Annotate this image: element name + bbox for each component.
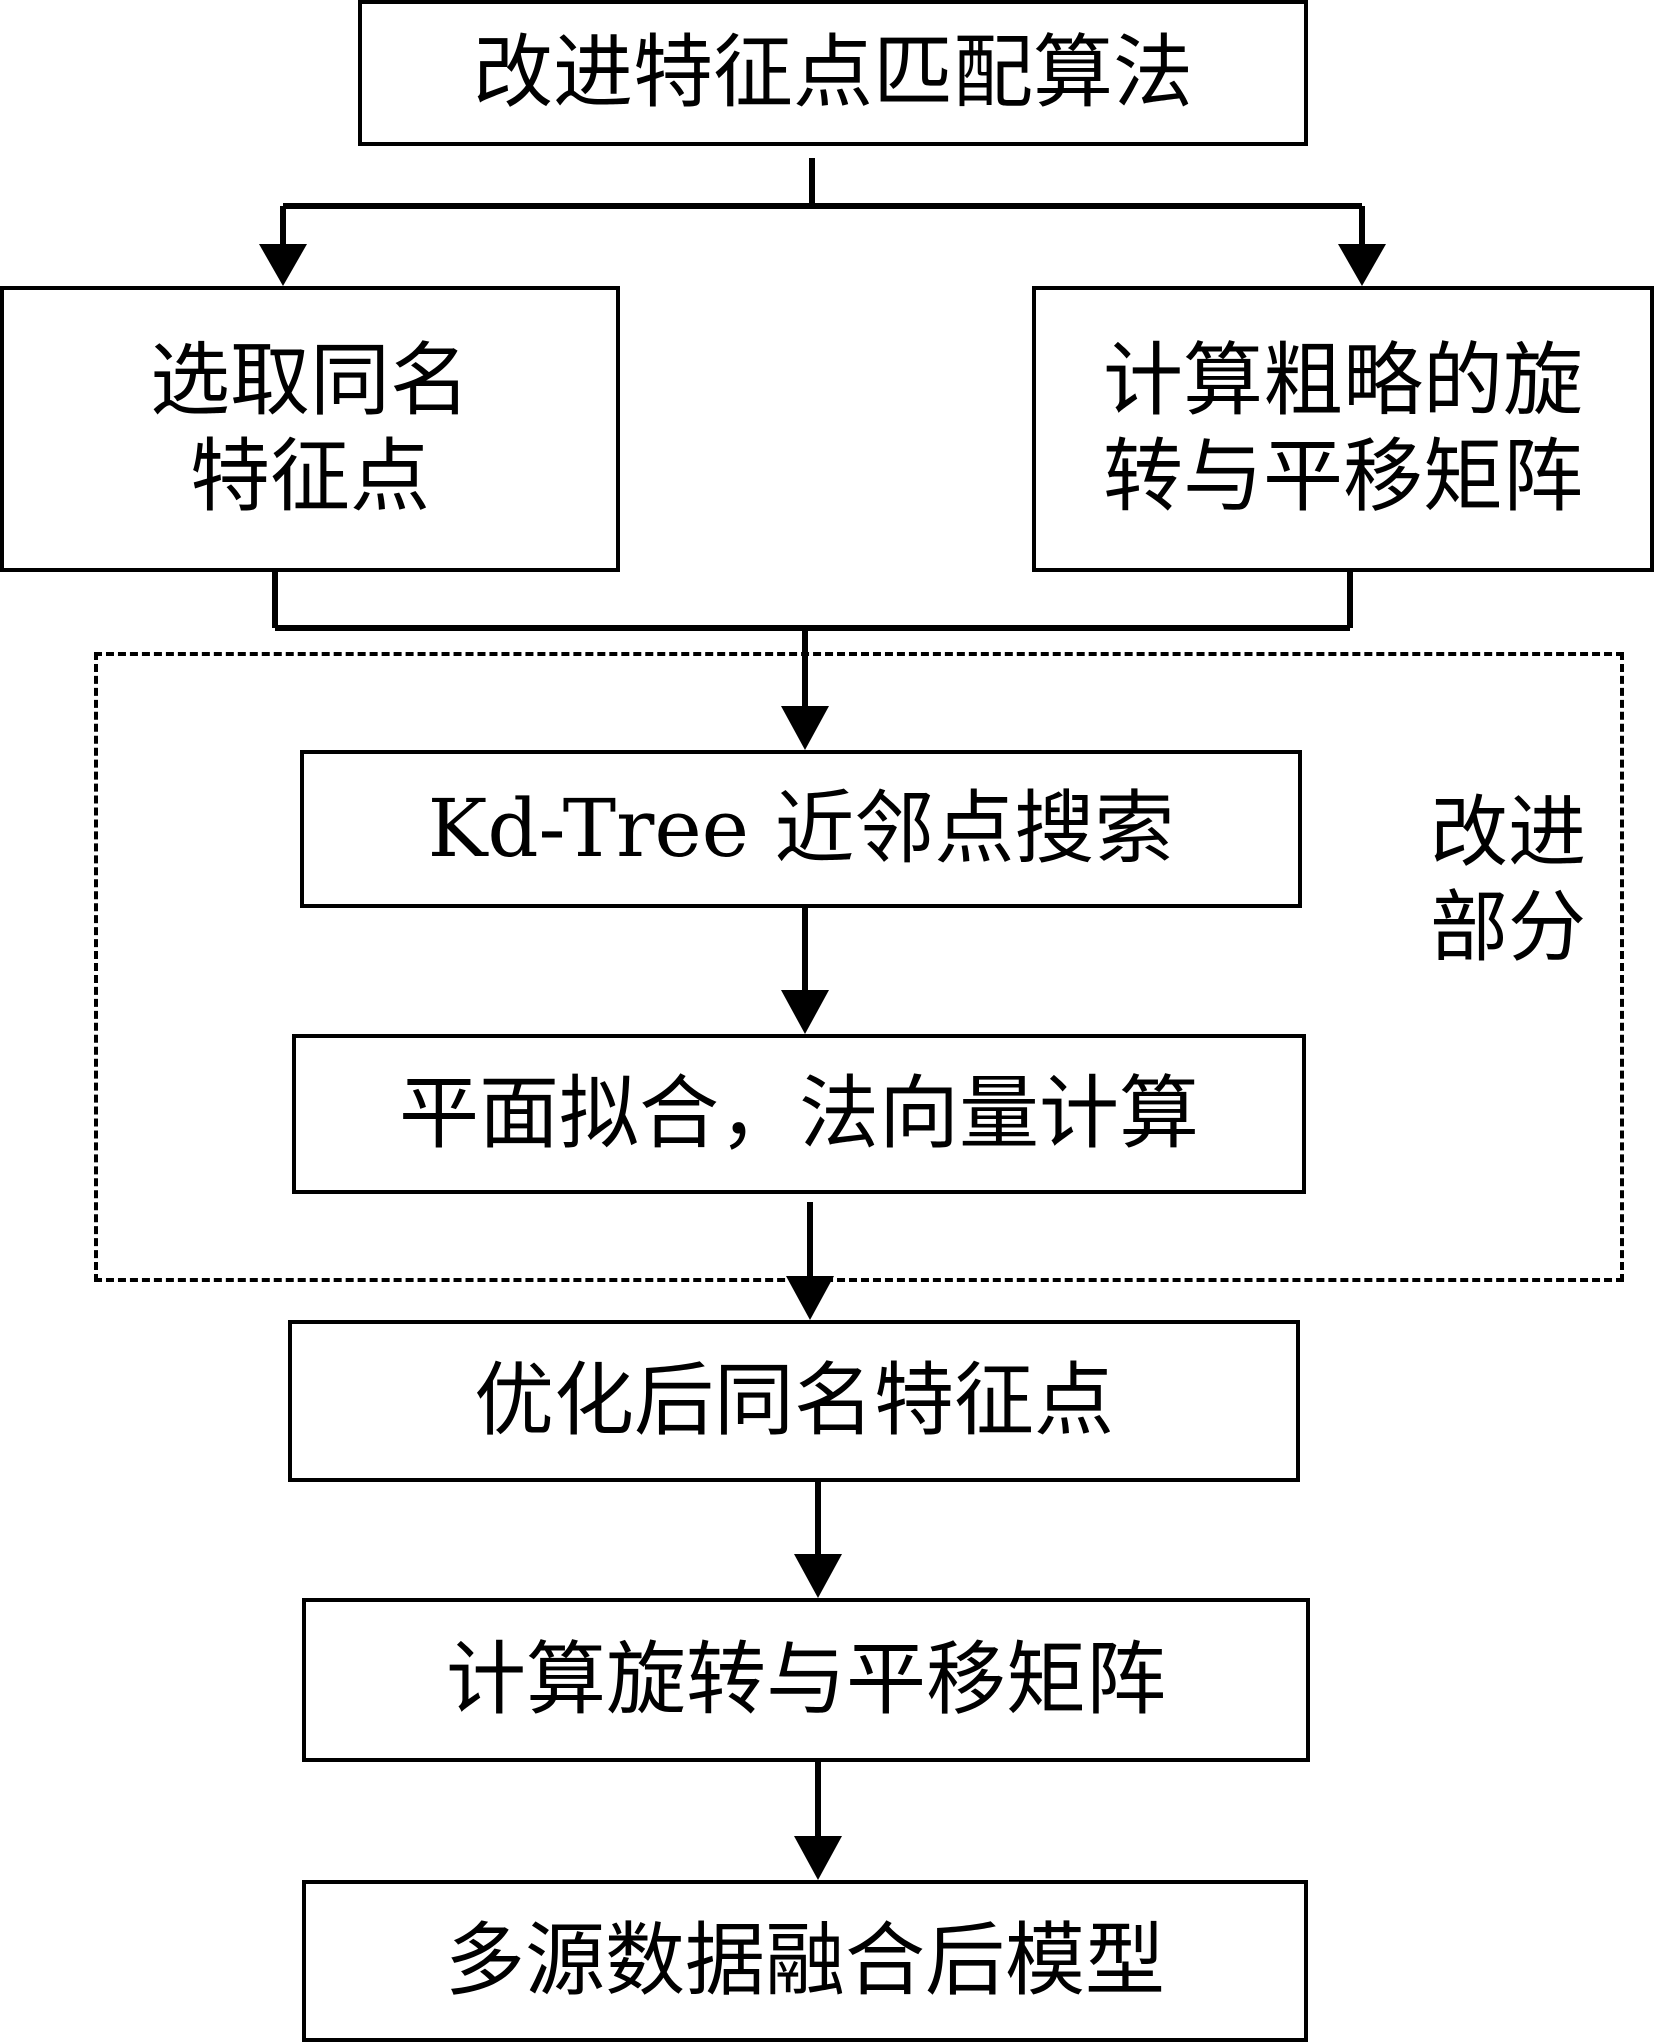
improved-region-label-line-1: 改进 (1429, 788, 1586, 878)
plane-fitting-node: 平面拟合，法向量计算 (292, 1034, 1306, 1194)
arrow-to-fused (794, 1836, 842, 1880)
fused-model-node: 多源数据融合后模型 (302, 1880, 1308, 2042)
arrow-to-optimized (786, 1276, 834, 1320)
coarse-matrix-label-line-1: 计算粗略的旋 (1103, 334, 1583, 427)
improved-region-label-line-2: 部分 (1429, 883, 1586, 974)
coarse-matrix-label-line-2: 转与平移矩阵 (1103, 430, 1583, 523)
arrow-to-final-matrix (794, 1554, 842, 1598)
select-points-node: 选取同名 特征点 (0, 286, 620, 572)
final-matrix-node: 计算旋转与平移矩阵 (302, 1598, 1310, 1762)
feature-matching-label: 改进特征点匹配算法 (473, 26, 1193, 119)
coarse-matrix-node: 计算粗略的旋 转与平移矩阵 (1032, 286, 1654, 572)
arrow-to-plane (781, 990, 829, 1034)
arrow-to-select (259, 244, 307, 286)
arrow-to-kdtree (781, 706, 829, 750)
kdtree-search-node: Kd-Tree 近邻点搜索 (300, 750, 1302, 908)
fused-model-label: 多源数据融合后模型 (445, 1914, 1165, 2007)
optimized-points-node: 优化后同名特征点 (288, 1320, 1300, 1482)
select-points-label-line-2: 特征点 (190, 430, 430, 523)
final-matrix-label: 计算旋转与平移矩阵 (446, 1633, 1166, 1726)
improved-region-frame (94, 652, 1624, 1282)
plane-fitting-label: 平面拟合，法向量计算 (399, 1067, 1199, 1160)
feature-matching-node: 改进特征点匹配算法 (358, 0, 1308, 146)
kdtree-search-label: Kd-Tree 近邻点搜索 (427, 782, 1175, 875)
arrow-to-coarse (1338, 244, 1386, 286)
improved-region-label: 改进 部分 (1408, 786, 1608, 976)
select-points-label-line-1: 选取同名 (150, 334, 470, 427)
optimized-points-label: 优化后同名特征点 (474, 1354, 1114, 1447)
